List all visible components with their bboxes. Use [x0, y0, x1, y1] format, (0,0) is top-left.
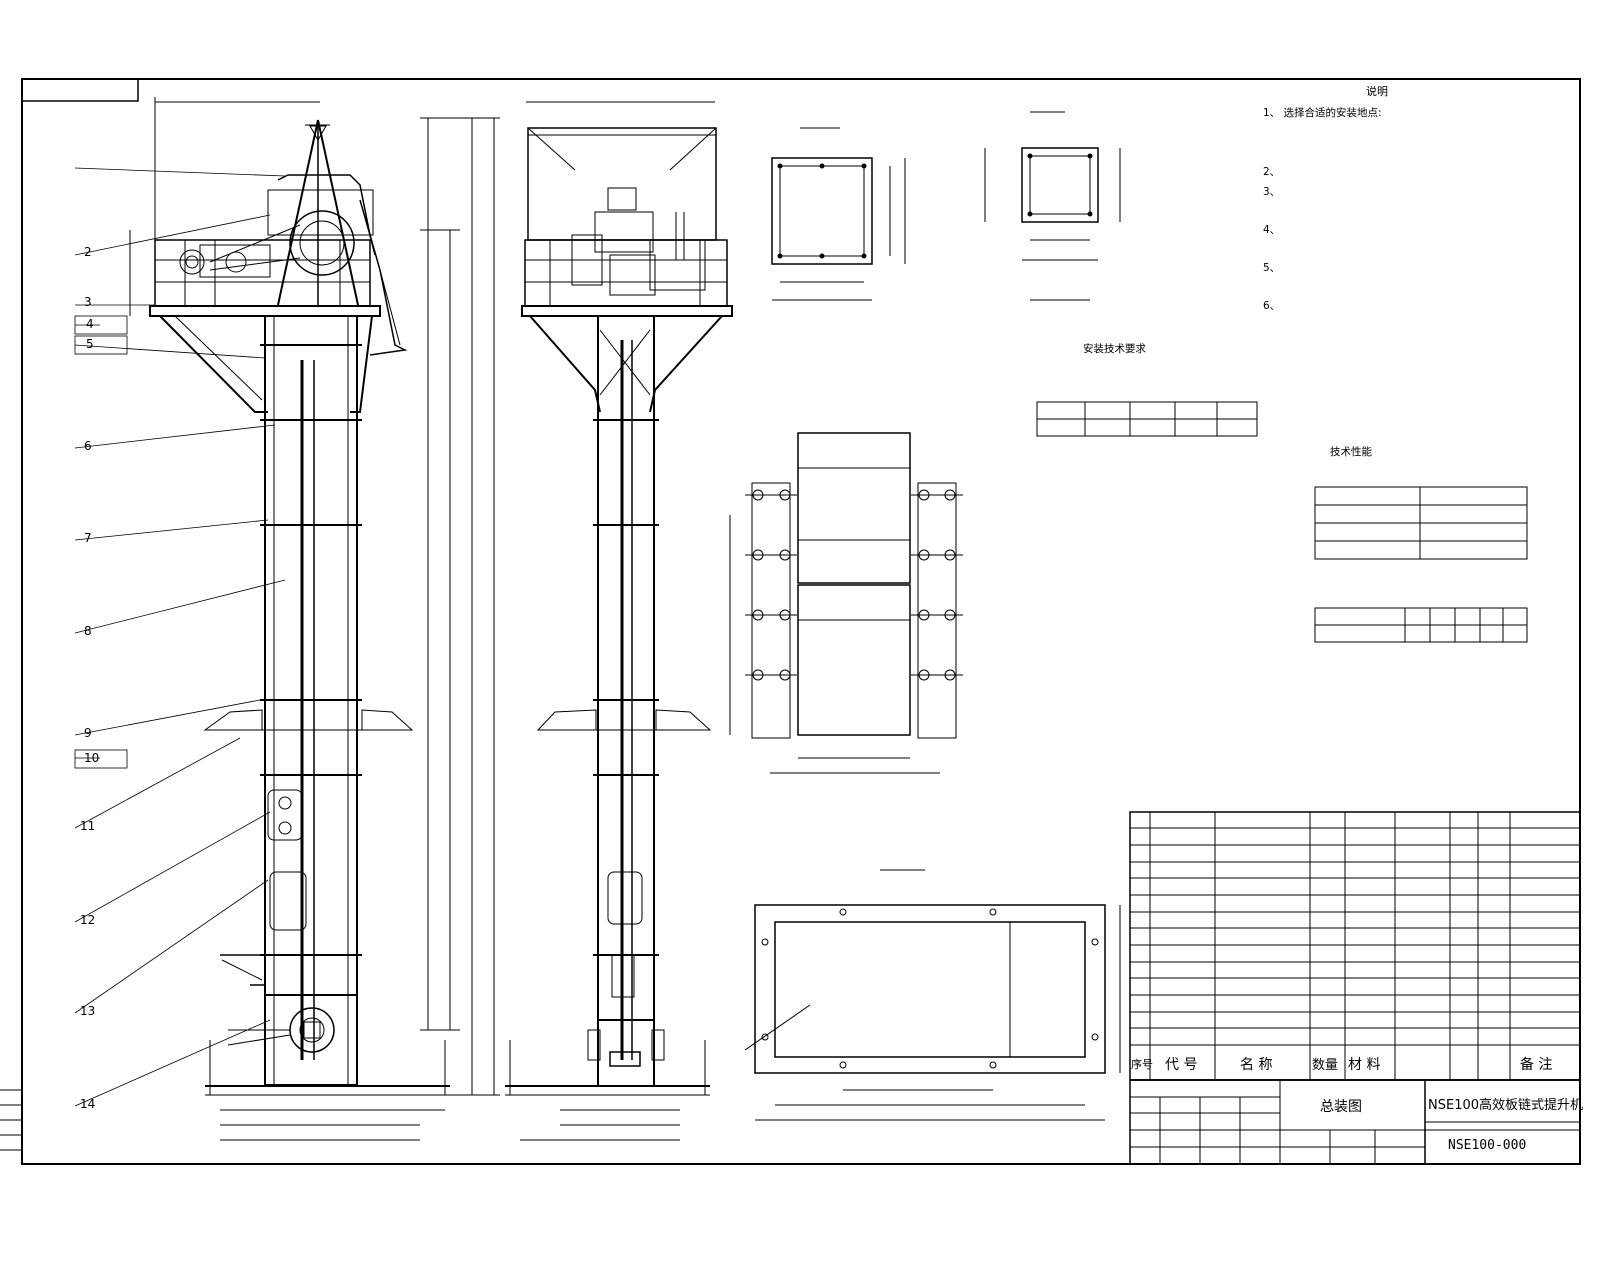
detail-flange-a [771, 127, 906, 301]
note-4: 4、 [1263, 224, 1281, 236]
front-view [129, 97, 500, 1141]
note-5: 5、 [1263, 262, 1281, 274]
callout-9: 9 [84, 726, 92, 740]
title-block-grid [1129, 1079, 1581, 1165]
parts-header-code: 代 号 [1165, 1057, 1198, 1073]
callout-7: 7 [84, 531, 92, 545]
notes-title: 说明 [1366, 85, 1388, 98]
parts-header-qty: 数量 [1312, 1058, 1339, 1073]
tech-spec-title: 技术性能 [1330, 446, 1372, 458]
callout-14: 14 [80, 1097, 96, 1111]
parts-header-seq: 序号 [1131, 1058, 1153, 1071]
callout-8: 8 [84, 624, 92, 638]
note-6: 6、 [1263, 300, 1281, 312]
sheet-frame [0, 78, 1581, 1165]
parts-header-name: 名 称 [1240, 1057, 1273, 1073]
parts-header-remark: 备 注 [1520, 1057, 1553, 1073]
note-3: 3、 [1263, 186, 1281, 198]
side-view [505, 101, 733, 1141]
detail-flange-b [984, 111, 1121, 301]
parts-header-material: 材 料 [1348, 1057, 1381, 1073]
spec-tables [1036, 401, 1528, 643]
callout-10: 10 [84, 751, 100, 765]
callout-13: 13 [80, 1004, 96, 1018]
parts-list-grid [1129, 811, 1581, 1081]
callout-11: 11 [80, 819, 96, 833]
product-name: NSE100高效板链式提升机 [1428, 1098, 1584, 1113]
callout-12: 12 [80, 913, 96, 927]
callout-5: 5 [86, 337, 94, 351]
detail-chain-bucket [729, 432, 963, 774]
note-2: 2、 [1263, 166, 1281, 178]
callout-leaders [74, 167, 286, 1107]
detail-flange-c [744, 869, 1121, 1121]
drawing-name: 总装图 [1320, 1099, 1362, 1115]
callout-2: 2 [84, 245, 92, 259]
drawing-number: NSE100-000 [1448, 1138, 1527, 1153]
note-1: 1、 选择合适的安装地点: [1263, 107, 1382, 119]
callout-4: 4 [86, 317, 94, 331]
install-req-title: 安装技术要求 [1083, 343, 1146, 355]
callout-6: 6 [84, 439, 92, 453]
callout-3: 3 [84, 295, 92, 309]
